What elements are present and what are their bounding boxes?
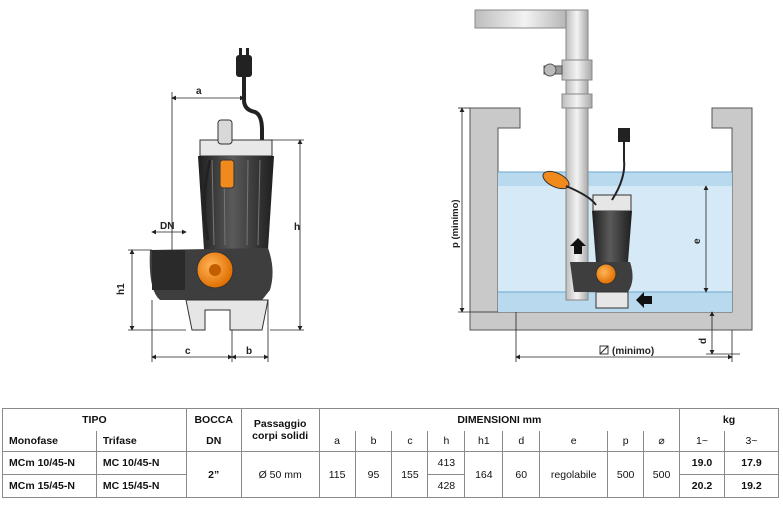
cell-h: 413 xyxy=(427,451,466,475)
cell-passaggio: Ø 50 mm xyxy=(240,451,320,498)
dim-c-label: c xyxy=(185,346,191,357)
col-b: b xyxy=(354,431,393,452)
cell-kg1: 20.2 xyxy=(679,474,725,498)
cell-b: 95 xyxy=(354,451,393,498)
col-c: c xyxy=(391,431,429,452)
cell-kg1: 19.0 xyxy=(679,451,725,475)
header-bocca: BOCCA xyxy=(185,408,242,431)
cell-d: 60 xyxy=(502,451,541,498)
header-passaggio-line2: corpi solidi xyxy=(252,430,309,442)
col-h1: h1 xyxy=(464,431,504,452)
dim-h-label: h xyxy=(294,222,300,233)
col-kg1: 1~ xyxy=(679,431,725,452)
header-tipo: TIPO xyxy=(2,408,187,431)
dim-dn-label: DN xyxy=(160,221,174,232)
cell-mono: MCm 10/45-N xyxy=(2,451,97,475)
dim-a-label: a xyxy=(196,86,202,97)
technical-drawings: a h h1 c b DN xyxy=(116,9,753,362)
dim-p-label: p (minimo) xyxy=(450,199,461,248)
dim-b-label: b xyxy=(246,346,252,357)
cell-e: regolabile xyxy=(539,451,609,498)
col-h: h xyxy=(427,431,466,452)
cell-mono: MCm 15/45-N xyxy=(2,474,97,498)
cell-a: 115 xyxy=(318,451,356,498)
dim-h1-label: h1 xyxy=(116,283,127,295)
col-e: e xyxy=(539,431,609,452)
cell-kg3: 19.2 xyxy=(723,474,780,498)
pump-front-view xyxy=(149,48,274,331)
header-passaggio-line1: Passaggio xyxy=(253,418,307,430)
cell-h: 428 xyxy=(427,474,466,498)
header-dimensioni: DIMENSIONI mm xyxy=(318,408,681,431)
header-trifase: Trifase xyxy=(95,431,187,452)
dim-width-label: (minimo) xyxy=(612,346,654,357)
installation-view xyxy=(469,9,753,331)
dim-e-label: e xyxy=(692,238,703,244)
square-symbol-icon xyxy=(599,345,609,355)
header-dn: DN xyxy=(185,431,242,452)
col-p: p xyxy=(607,431,645,452)
cell-tri: MC 10/45-N xyxy=(95,451,187,475)
cell-tri: MC 15/45-N xyxy=(95,474,187,498)
cell-bocca: 2” xyxy=(185,451,242,498)
col-width: ⌀ xyxy=(643,431,681,452)
header-monofase: Monofase xyxy=(2,431,97,452)
col-a: a xyxy=(318,431,356,452)
cell-h1: 164 xyxy=(464,451,504,498)
cell-p: 500 xyxy=(607,451,645,498)
right-dimensions xyxy=(458,107,740,362)
dim-d-label: d xyxy=(698,338,709,344)
cell-width: 500 xyxy=(643,451,681,498)
header-kg: kg xyxy=(679,408,779,431)
cell-c: 155 xyxy=(391,451,429,498)
left-dimensions xyxy=(128,92,304,362)
table-row: MCm 15/45-N MC 15/45-N 428 20.2 19.2 xyxy=(2,474,780,498)
table-row: MCm 10/45-N MC 10/45-N 2” Ø 50 mm 115 95… xyxy=(2,451,780,498)
cell-kg3: 17.9 xyxy=(723,451,780,475)
col-d: d xyxy=(502,431,541,452)
col-kg3: 3~ xyxy=(723,431,780,452)
